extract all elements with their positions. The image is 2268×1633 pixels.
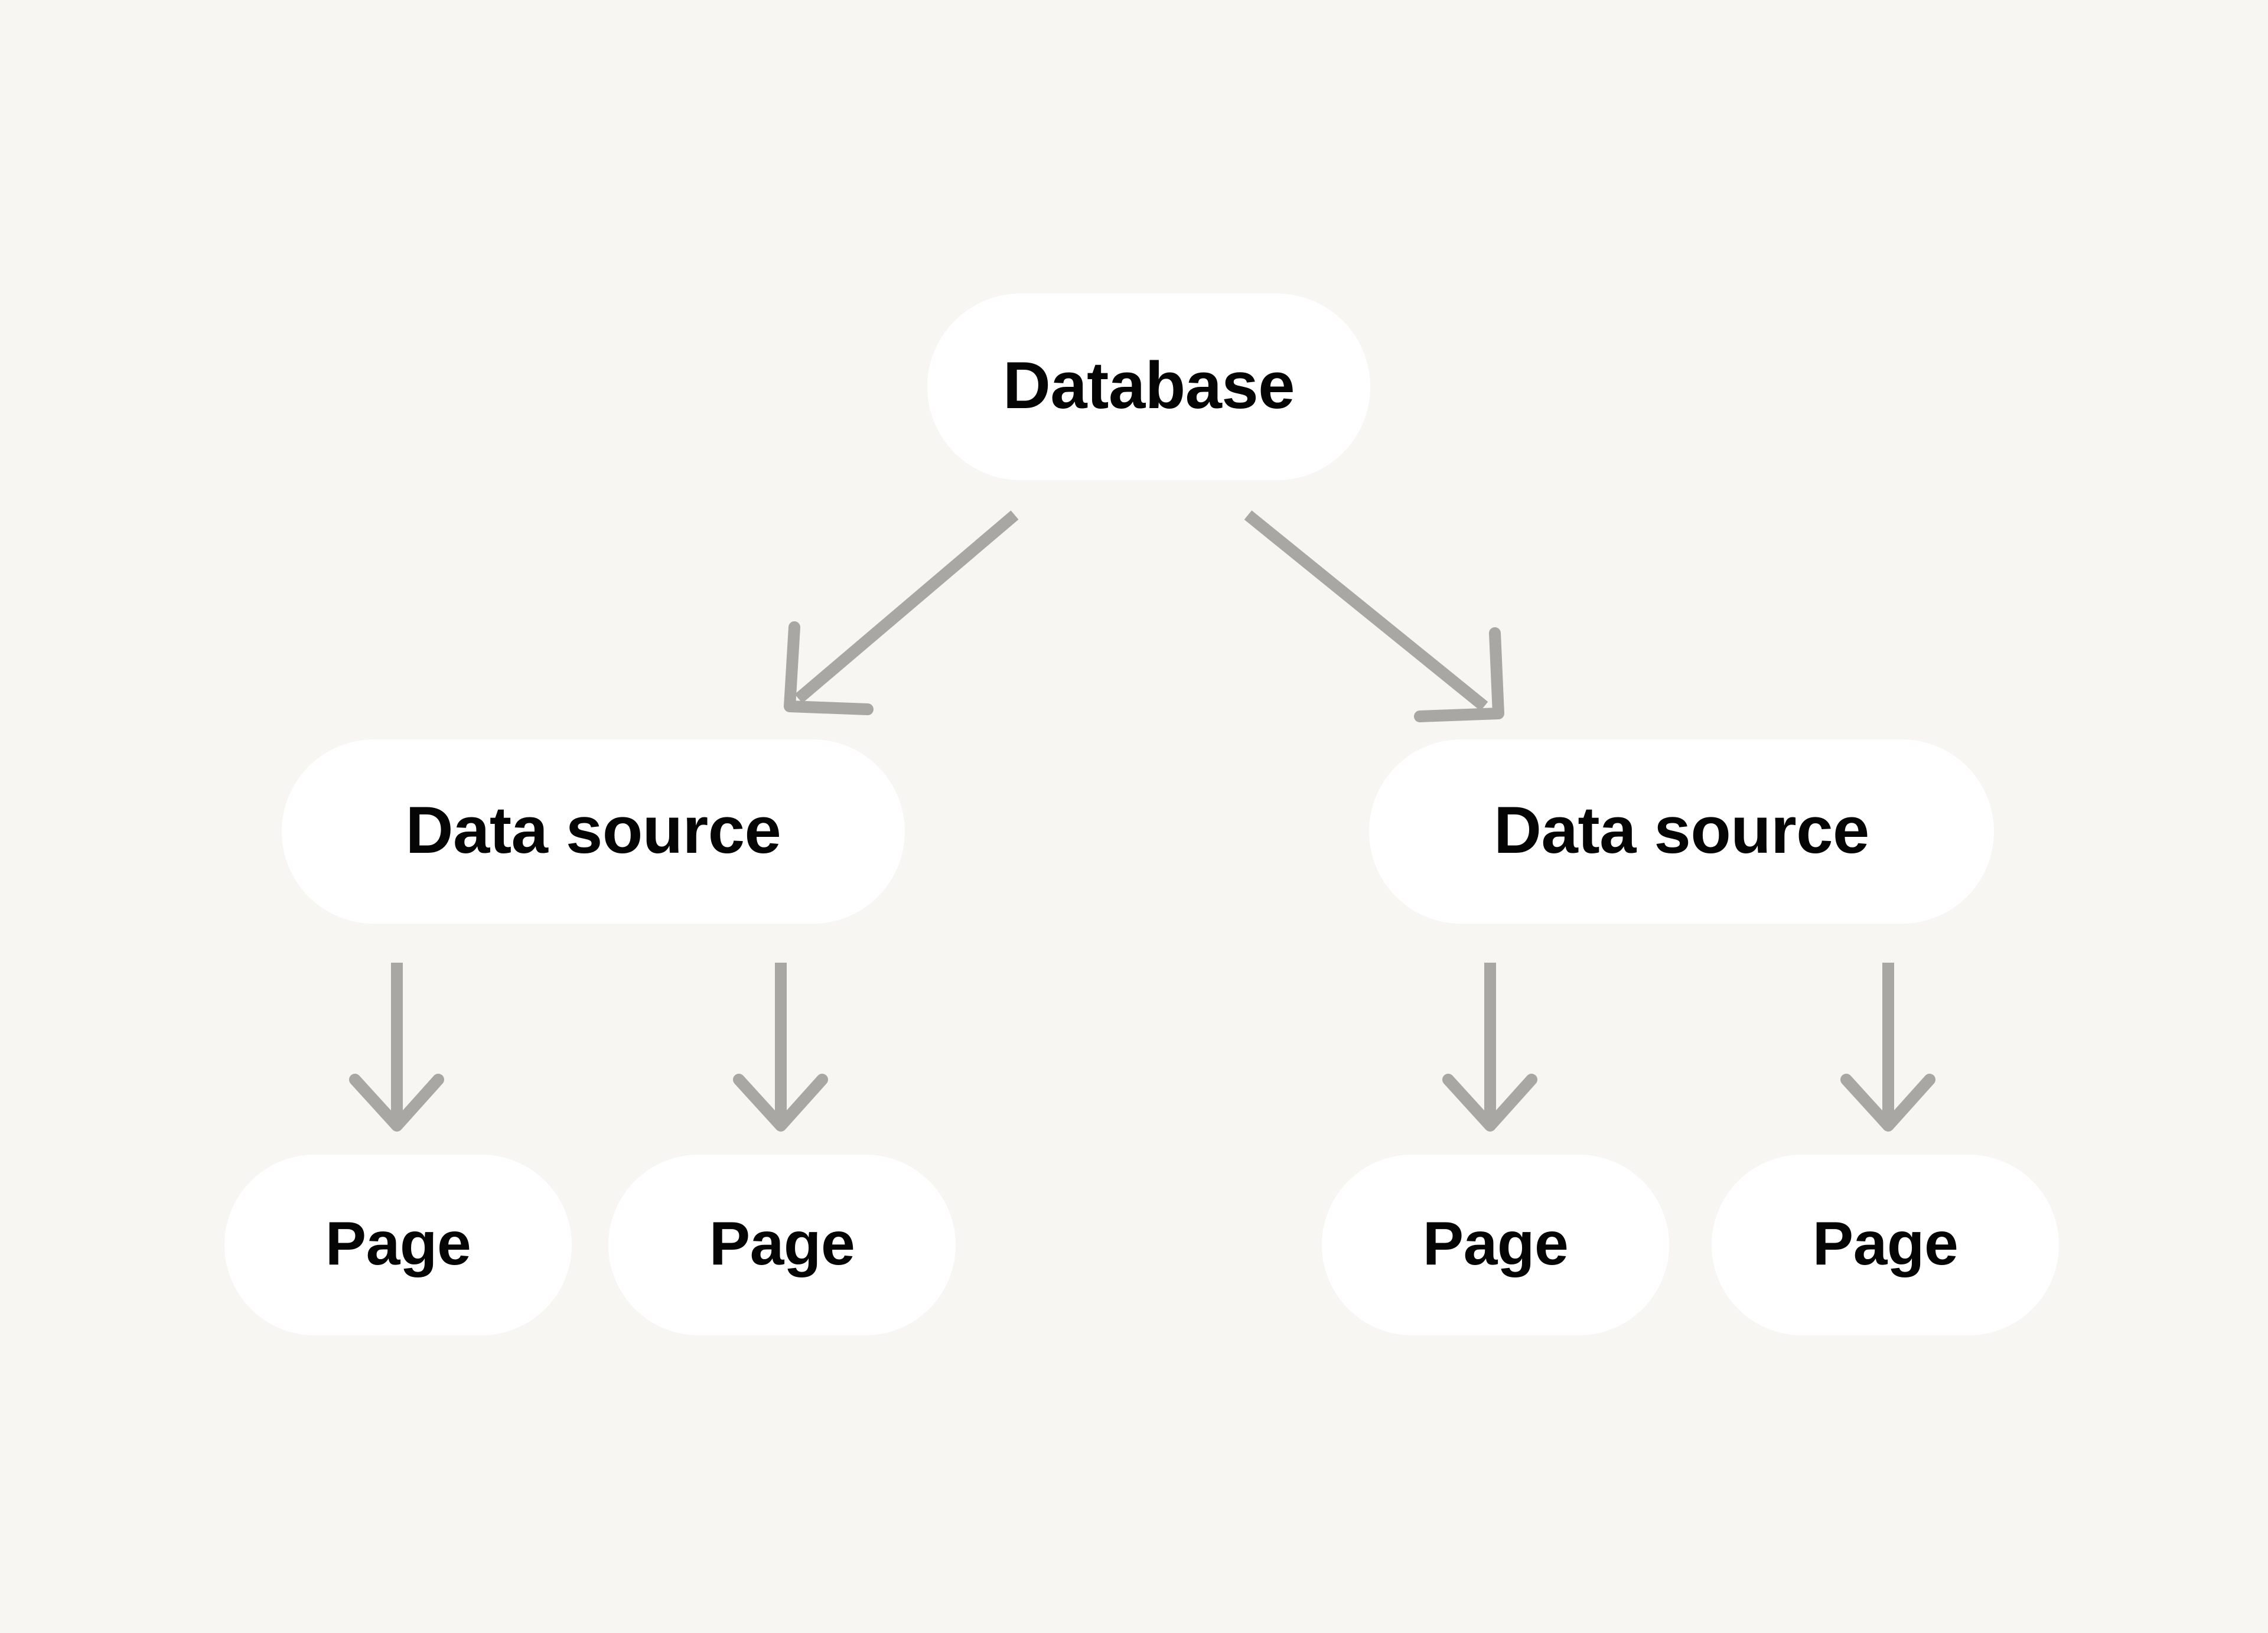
node-database-label: Database [1002, 348, 1295, 422]
node-data-source-right[interactable]: Data source [1369, 739, 1994, 924]
node-data-source-right-label: Data source [1494, 793, 1869, 867]
edge-data-source-right-to-page-3 [1442, 963, 1537, 1132]
node-page-3[interactable]: Page [1322, 1155, 1669, 1335]
node-database[interactable]: Database [927, 294, 1370, 480]
edge-data-source-right-to-page-4 [1840, 963, 1935, 1132]
node-page-2-label: Page [709, 1210, 855, 1278]
node-page-3-label: Page [1422, 1210, 1569, 1278]
node-data-source-left-label: Data source [405, 793, 781, 867]
node-page-1[interactable]: Page [224, 1155, 572, 1335]
node-data-source-left[interactable]: Data source [282, 739, 905, 924]
node-page-1-label: Page [325, 1210, 471, 1278]
node-page-4-label: Page [1812, 1210, 1959, 1278]
edge-database-to-data-source-right [1244, 510, 1504, 722]
node-page-2[interactable]: Page [608, 1155, 956, 1335]
edge-data-source-left-to-page-1 [349, 963, 444, 1132]
edge-database-to-data-source-left [784, 510, 1019, 715]
node-page-4[interactable]: Page [1712, 1155, 2059, 1335]
edge-data-source-left-to-page-2 [733, 963, 828, 1132]
